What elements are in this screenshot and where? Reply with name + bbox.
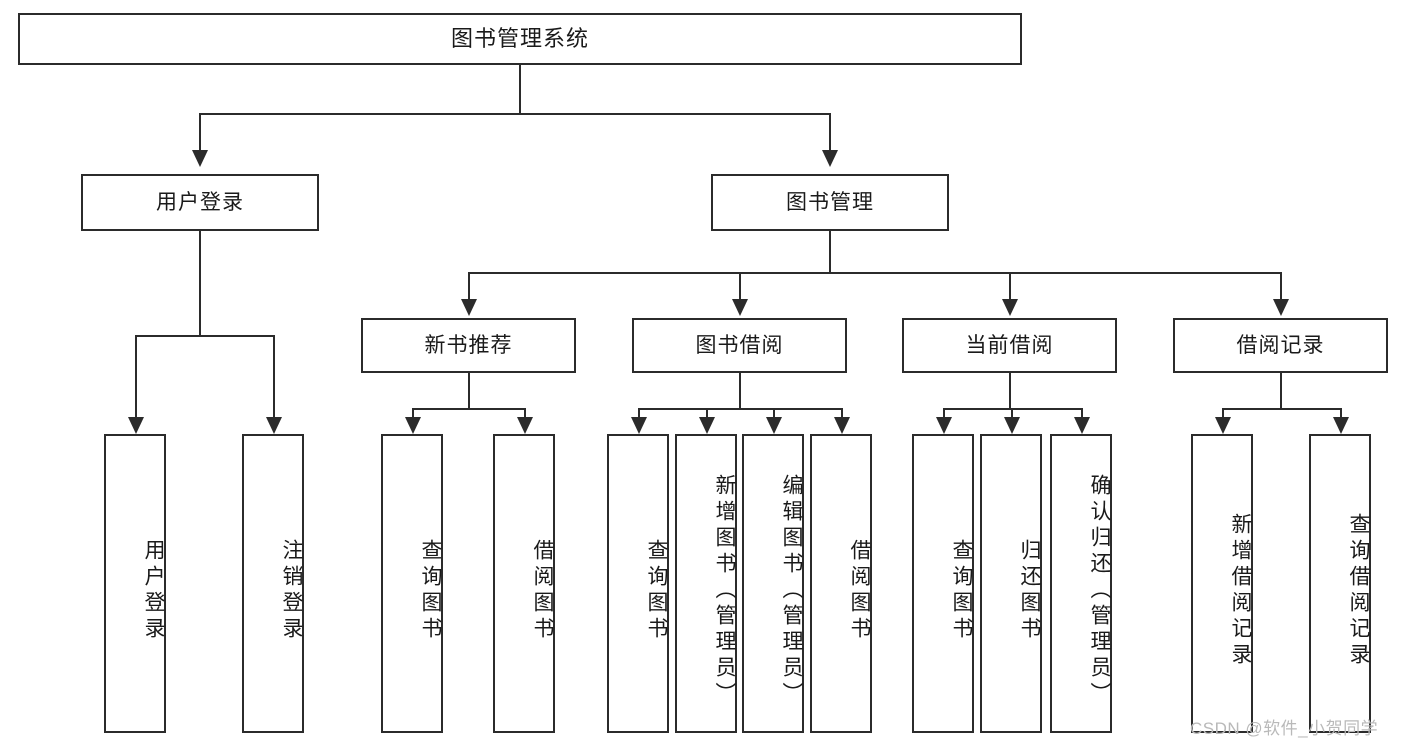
arrowhead-to-leaf-confirm-return [1074, 417, 1090, 434]
node-label: 查询图书 [950, 538, 973, 643]
edge-to-book-borrow [739, 272, 741, 300]
node-user-login[interactable]: 用户登录 [81, 174, 319, 231]
leaf-node-query-record[interactable]: 查询借阅记录 [1309, 434, 1371, 733]
leaf-node-logout-login[interactable]: 注销登录 [242, 434, 304, 733]
node-label: 借阅记录 [1236, 333, 1325, 357]
node-label: 归还图书 [1018, 538, 1041, 643]
arrowhead-to-leaf-query-book-1 [405, 417, 421, 434]
edge-to-borrow-record [1280, 272, 1282, 300]
arrowhead-to-leaf-query-record [1333, 417, 1349, 434]
edge-to-leaf-add-book [706, 408, 708, 418]
node-label: 图书管理 [786, 190, 874, 214]
leaf-node-user-login[interactable]: 用户登录 [104, 434, 166, 733]
arrowhead-to-leaf-return-book [1004, 417, 1020, 434]
edge-borrow-record-bus [1222, 408, 1340, 410]
node-label: 用户登录 [156, 190, 244, 214]
leaf-node-borrow-book-1[interactable]: 借阅图书 [493, 434, 555, 733]
arrowhead-to-leaf-user-login [128, 417, 144, 434]
node-label: 确认归还（管理员） [1088, 473, 1111, 708]
node-label: 注销登录 [280, 538, 303, 643]
arrowhead-to-leaf-query-book-2 [631, 417, 647, 434]
edge-to-leaf-edit-book [773, 408, 775, 418]
node-book-borrow[interactable]: 图书借阅 [632, 318, 847, 373]
node-label: 查询图书 [645, 538, 668, 643]
edge-user-login-bus [135, 335, 273, 337]
edge-to-current-borrow [1009, 272, 1011, 300]
arrowhead-to-borrow-record [1273, 299, 1289, 316]
leaf-node-add-book[interactable]: 新增图书（管理员） [675, 434, 737, 733]
arrowhead-to-leaf-borrow-book-1 [517, 417, 533, 434]
node-label: 借阅图书 [848, 538, 871, 643]
edge-new-book-recommend-stem [468, 373, 470, 408]
edge-to-book-manage [829, 113, 831, 151]
edge-borrow-record-stem [1280, 373, 1282, 408]
leaf-node-borrow-book-2[interactable]: 借阅图书 [810, 434, 872, 733]
node-label: 新书推荐 [424, 333, 513, 357]
edge-to-user-login [199, 113, 201, 151]
node-label: 图书管理系统 [450, 25, 589, 51]
arrowhead-to-leaf-add-book [699, 417, 715, 434]
node-label: 查询借阅记录 [1347, 512, 1370, 669]
edge-new-book-recommend-bus [412, 408, 524, 410]
edge-to-leaf-return-book [1011, 408, 1013, 418]
edge-book-manage-bus [468, 272, 1280, 274]
edge-to-leaf-borrow-book-2 [841, 408, 843, 418]
leaf-node-return-book[interactable]: 归还图书 [980, 434, 1042, 733]
arrowhead-to-user-login [192, 150, 208, 167]
node-label: 借阅图书 [531, 538, 554, 643]
edge-to-leaf-query-record [1340, 408, 1342, 418]
leaf-node-query-book-1[interactable]: 查询图书 [381, 434, 443, 733]
node-borrow-record[interactable]: 借阅记录 [1173, 318, 1388, 373]
node-root-library-management-system[interactable]: 图书管理系统 [18, 13, 1022, 65]
node-label: 用户登录 [142, 538, 165, 643]
leaf-node-confirm-return[interactable]: 确认归还（管理员） [1050, 434, 1112, 733]
node-label: 查询图书 [419, 538, 442, 643]
arrowhead-to-leaf-query-book-3 [936, 417, 952, 434]
arrowhead-to-leaf-add-record [1215, 417, 1231, 434]
edge-root-stem [519, 65, 521, 113]
leaf-node-edit-book[interactable]: 编辑图书（管理员） [742, 434, 804, 733]
edge-to-new-book-recommend [468, 272, 470, 300]
edge-user-login-stem [199, 231, 201, 335]
arrowhead-to-book-manage [822, 150, 838, 167]
edge-to-leaf-user-login [135, 335, 137, 418]
leaf-node-add-record[interactable]: 新增借阅记录 [1191, 434, 1253, 733]
arrowhead-to-leaf-logout-login [266, 417, 282, 434]
edge-book-manage-stem [829, 231, 831, 272]
node-label: 新增图书（管理员） [713, 473, 736, 708]
edge-to-leaf-confirm-return [1081, 408, 1083, 418]
arrowhead-to-current-borrow [1002, 299, 1018, 316]
edge-to-leaf-logout-login [273, 335, 275, 418]
node-current-borrow[interactable]: 当前借阅 [902, 318, 1117, 373]
node-book-manage[interactable]: 图书管理 [711, 174, 949, 231]
node-label: 编辑图书（管理员） [780, 473, 803, 708]
leaf-node-query-book-2[interactable]: 查询图书 [607, 434, 669, 733]
edge-to-leaf-query-book-3 [943, 408, 945, 418]
edge-book-borrow-bus [638, 408, 841, 410]
edge-current-borrow-stem [1009, 373, 1011, 408]
node-label: 当前借阅 [965, 333, 1054, 357]
edge-to-leaf-add-record [1222, 408, 1224, 418]
edge-to-leaf-query-book-2 [638, 408, 640, 418]
node-label: 图书借阅 [695, 333, 784, 357]
edge-to-leaf-borrow-book-1 [524, 408, 526, 418]
node-new-book-recommend[interactable]: 新书推荐 [361, 318, 576, 373]
node-label: 新增借阅记录 [1229, 512, 1252, 669]
edge-book-borrow-stem [739, 373, 741, 408]
arrowhead-to-leaf-borrow-book-2 [834, 417, 850, 434]
edge-root-bus [199, 113, 831, 115]
leaf-node-query-book-3[interactable]: 查询图书 [912, 434, 974, 733]
edge-to-leaf-query-book-1 [412, 408, 414, 418]
arrowhead-to-book-borrow [732, 299, 748, 316]
arrowhead-to-new-book-recommend [461, 299, 477, 316]
watermark-text: CSDN @软件_小贺同学 [1190, 719, 1379, 738]
arrowhead-to-leaf-edit-book [766, 417, 782, 434]
